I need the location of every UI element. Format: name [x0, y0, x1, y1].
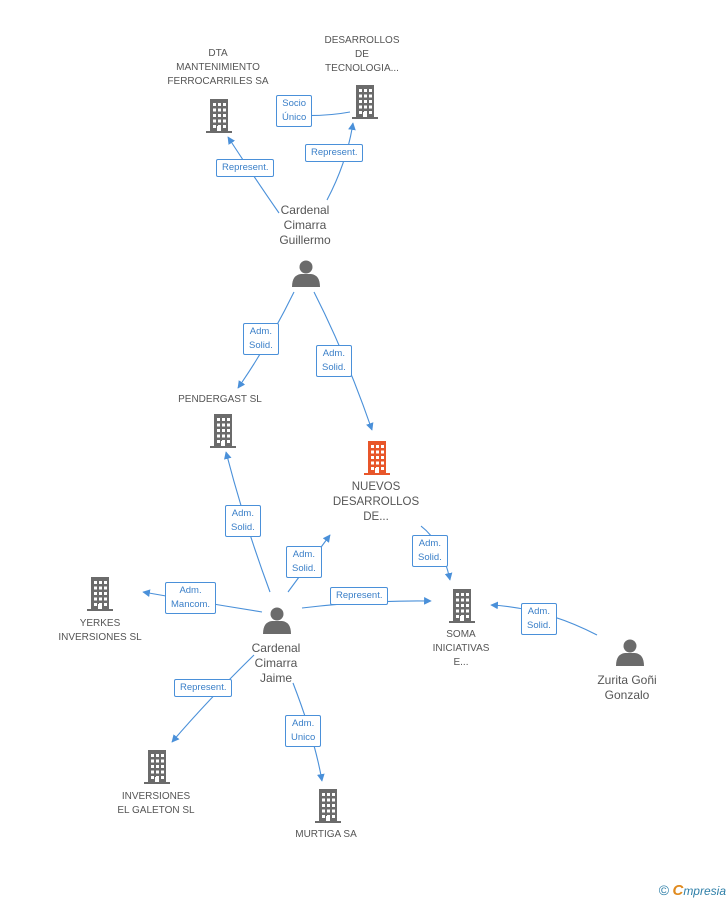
node-label-cardenal-jaime: Cardenal Cimarra Jaime	[216, 641, 336, 686]
cardenal-jaime-person-icon[interactable]	[263, 607, 291, 635]
node-label-desarrollos-tec: DESARROLLOS DE TECNOLOGIA...	[302, 34, 422, 76]
edge-label-adm-solid-nuevos-soma: Adm. Solid.	[412, 535, 448, 567]
node-desarrollos-line-1: DESARROLLOS	[324, 35, 400, 46]
edge-label-adm-solid-nuevos: Adm. Solid.	[316, 345, 352, 377]
galeton-building-icon[interactable]	[144, 750, 170, 784]
node-dta-line-1: DTA	[208, 48, 228, 59]
edge-3-line-1: Represent.	[311, 147, 358, 158]
nuevos-desarrollos-building-icon[interactable]	[364, 441, 390, 475]
edge-represent-dta	[227, 136, 280, 214]
edge-label-adm-solid-pendergast: Adm. Solid.	[243, 323, 279, 355]
node-nuevos-line-1: NUEVOS	[351, 481, 401, 493]
node-label-soma: SOMA INICIATIVAS E...	[401, 628, 521, 670]
node-label-zurita: Zurita Goñi Gonzalo	[567, 673, 687, 703]
edge-5-line-2: Solid.	[322, 362, 346, 373]
edge-13-line-1: Adm.	[292, 718, 315, 729]
edge-1-line-1: Socio	[282, 98, 307, 109]
copyright-icon: ©	[658, 882, 670, 898]
edge-1-line-2: Único	[282, 112, 307, 123]
node-galeton-line-1: INVERSIONES	[121, 791, 191, 802]
node-guillermo-line-3: Guillermo	[279, 233, 331, 247]
edge-7-line-2: Solid.	[292, 563, 316, 574]
edge-9-line-1: Represent.	[336, 590, 383, 601]
edge-label-adm-solid-zurita: Adm. Solid.	[521, 603, 557, 635]
node-label-nuevos-desarrollos: NUEVOS DESARROLLOS DE...	[316, 480, 436, 525]
node-soma-line-3: E...	[453, 657, 469, 668]
cardenal-guillermo-person-icon[interactable]	[292, 260, 320, 288]
node-soma-line-1: SOMA	[446, 629, 476, 640]
edge-8-line-2: Mancom.	[171, 599, 211, 610]
edge-7-line-1: Adm.	[292, 549, 315, 560]
node-guillermo-line-2: Cimarra	[283, 218, 327, 232]
node-desarrollos-line-3: TECNOLOGIA...	[325, 63, 399, 74]
yerkes-building-icon[interactable]	[87, 577, 113, 611]
edge-6-line-1: Adm.	[231, 508, 254, 519]
edge-label-adm-unico: Adm. Unico	[285, 715, 322, 747]
node-label-cardenal-guillermo: Cardenal Cimarra Guillermo	[245, 203, 365, 248]
node-zurita-line-1: Zurita Goñi	[597, 673, 657, 687]
node-soma-line-2: INICIATIVAS	[432, 643, 490, 654]
edge-represent-galeton	[171, 654, 255, 743]
edge-2-line-1: Represent.	[222, 162, 269, 173]
dta-building-icon[interactable]	[206, 99, 232, 133]
edge-11-line-2: Solid.	[527, 620, 551, 631]
edge-12-line-1: Represent.	[180, 682, 227, 693]
edge-label-socio-unico: Socio Único	[276, 95, 313, 127]
edge-11-line-1: Adm.	[527, 606, 550, 617]
murtiga-building-icon[interactable]	[315, 789, 341, 823]
node-murtiga-line-1: MURTIGA SA	[295, 829, 357, 840]
edge-10-line-1: Adm.	[418, 538, 441, 549]
edge-label-adm-solid-jaime-pendergast: Adm. Solid.	[225, 505, 261, 537]
node-dta-line-2: MANTENIMIENTO	[176, 62, 260, 73]
zurita-person-icon[interactable]	[616, 639, 644, 667]
node-nuevos-line-3: DE...	[363, 511, 389, 523]
soma-building-icon[interactable]	[449, 589, 475, 623]
desarrollos-tec-building-icon[interactable]	[352, 85, 378, 119]
node-desarrollos-line-2: DE	[355, 49, 369, 60]
node-guillermo-line-1: Cardenal	[280, 203, 330, 217]
node-pendergast-line-1: PENDERGAST SL	[178, 394, 262, 405]
edge-label-represent-desarrollos: Represent.	[305, 144, 364, 162]
node-jaime-line-1: Cardenal	[251, 641, 301, 655]
node-yerkes-line-1: YERKES	[79, 618, 121, 629]
edge-13-line-2: Unico	[291, 732, 316, 743]
empresia-logo-text: mpresia	[683, 884, 726, 898]
node-label-galeton: INVERSIONES EL GALETON SL	[96, 790, 216, 818]
edge-4-line-2: Solid.	[249, 340, 273, 351]
node-dta-line-3: FERROCARRILES SA	[167, 76, 269, 87]
node-jaime-line-3: Jaime	[259, 671, 292, 685]
edge-label-adm-solid-jaime-nuevos: Adm. Solid.	[286, 546, 322, 578]
empresia-footer: © Cmpresia	[659, 882, 726, 899]
node-label-yerkes: YERKES INVERSIONES SL	[40, 617, 160, 645]
edge-8-line-1: Adm.	[179, 585, 202, 596]
node-label-murtiga: MURTIGA SA	[266, 828, 386, 842]
node-label-pendergast: PENDERGAST SL	[160, 393, 280, 407]
node-label-dta: DTA MANTENIMIENTO FERROCARRILES SA	[148, 47, 288, 89]
edge-6-line-2: Solid.	[231, 522, 255, 533]
edge-label-adm-mancom: Adm. Mancom.	[165, 582, 217, 614]
node-nuevos-line-2: DESARROLLOS	[332, 496, 420, 508]
node-jaime-line-2: Cimarra	[254, 656, 298, 670]
pendergast-building-icon[interactable]	[210, 414, 236, 448]
node-zurita-line-2: Gonzalo	[604, 688, 650, 702]
edge-10-line-2: Solid.	[418, 552, 442, 563]
node-yerkes-line-2: INVERSIONES SL	[58, 632, 142, 643]
edge-5-line-1: Adm.	[322, 348, 345, 359]
edge-4-line-1: Adm.	[249, 326, 272, 337]
edge-label-represent-soma: Represent.	[330, 587, 389, 605]
edge-label-represent-galeton: Represent.	[174, 679, 233, 697]
node-galeton-line-2: EL GALETON SL	[117, 805, 195, 816]
empresia-logo-mark: C	[672, 882, 684, 899]
edge-label-represent-dta: Represent.	[216, 159, 275, 177]
